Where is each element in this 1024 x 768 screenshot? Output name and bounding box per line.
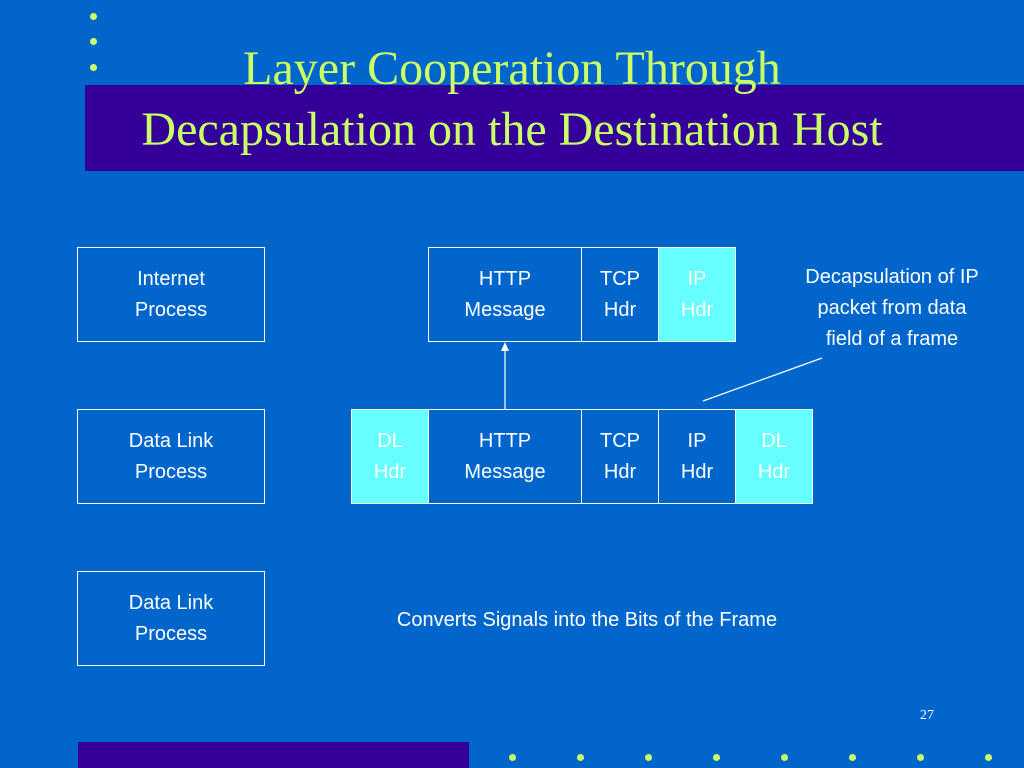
frame-ip-line2: Hdr bbox=[680, 460, 714, 483]
frame-http-line2: Message bbox=[464, 460, 546, 483]
packet-http-message-cell: HTTP Message bbox=[428, 247, 582, 342]
physical-process-label-line2: Process bbox=[134, 622, 208, 645]
packet-http-line1: HTTP bbox=[478, 267, 532, 290]
frame-dl-trailer-cell: DL Hdr bbox=[735, 409, 813, 504]
title-band bbox=[85, 85, 1024, 171]
frame-tcp-line2: Hdr bbox=[603, 460, 637, 483]
callout-line1: Decapsulation of IP bbox=[805, 266, 979, 288]
frame-dl-trailer-line1: DL bbox=[761, 429, 787, 452]
packet-tcp-header-cell: TCP Hdr bbox=[581, 247, 659, 342]
arrow-head-icon bbox=[501, 342, 509, 351]
bullet-dot bbox=[849, 754, 856, 761]
bullet-dot bbox=[577, 754, 584, 761]
packet-tcp-line1: TCP bbox=[600, 267, 640, 290]
frame-dl-header-line2: Hdr bbox=[373, 460, 407, 483]
slide-title: Layer Cooperation Through Decapsulation … bbox=[141, 42, 883, 156]
frame-dl-header-line1: DL bbox=[377, 429, 403, 452]
physical-process-label-line1: Data Link bbox=[128, 591, 214, 614]
data-link-process-label-line1: Data Link bbox=[128, 429, 214, 452]
bullet-dot bbox=[985, 754, 992, 761]
packet-ip-line1: IP bbox=[687, 267, 707, 290]
frame-tcp-header-cell: TCP Hdr bbox=[581, 409, 659, 504]
bullet-dot bbox=[509, 754, 516, 761]
physical-data-link-process-box: Data Link Process bbox=[77, 571, 265, 666]
bullet-dot bbox=[645, 754, 652, 761]
bullet-dot bbox=[90, 38, 97, 45]
bullet-dot bbox=[713, 754, 720, 761]
page-number: 27 bbox=[920, 708, 934, 723]
packet-ip-header-cell: IP Hdr bbox=[658, 247, 736, 342]
internet-process-label-line2: Process bbox=[134, 298, 208, 321]
bullet-dot bbox=[917, 754, 924, 761]
bullet-dot bbox=[90, 13, 97, 20]
packet-ip-line2: Hdr bbox=[680, 298, 714, 321]
frame-dl-header-cell: DL Hdr bbox=[351, 409, 429, 504]
frame-http-message-cell: HTTP Message bbox=[428, 409, 582, 504]
bullet-dot bbox=[90, 64, 97, 71]
callout-leader-line bbox=[702, 357, 823, 402]
internet-process-box: Internet Process bbox=[77, 247, 265, 342]
frame-http-line1: HTTP bbox=[478, 429, 532, 452]
packet-http-line2: Message bbox=[464, 298, 546, 321]
data-link-process-label-line2: Process bbox=[134, 460, 208, 483]
decapsulation-callout: Decapsulation of IP packet from data fie… bbox=[768, 262, 1016, 355]
physical-layer-note: Converts Signals into the Bits of the Fr… bbox=[396, 609, 778, 631]
footer-band bbox=[78, 742, 469, 768]
frame-ip-header-cell: IP Hdr bbox=[658, 409, 736, 504]
internet-process-label-line1: Internet bbox=[137, 267, 205, 290]
data-link-process-box: Data Link Process bbox=[77, 409, 265, 504]
frame-dl-trailer-line2: Hdr bbox=[757, 460, 791, 483]
packet-tcp-line2: Hdr bbox=[603, 298, 637, 321]
callout-line2: packet from data bbox=[817, 297, 967, 319]
callout-line3: field of a frame bbox=[825, 328, 959, 350]
frame-ip-line1: IP bbox=[687, 429, 707, 452]
frame-tcp-line1: TCP bbox=[600, 429, 640, 452]
bullet-dot bbox=[781, 754, 788, 761]
